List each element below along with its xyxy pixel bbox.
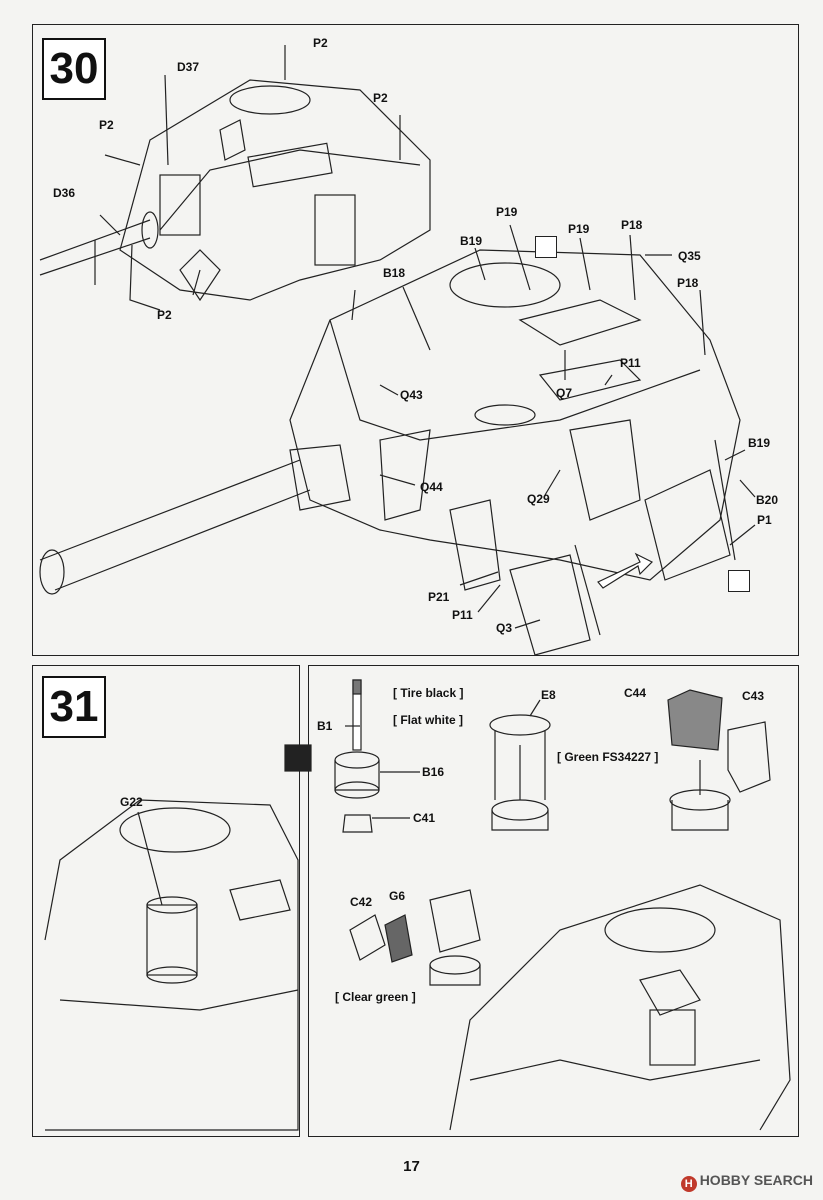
paint-note-flat-white: [ Flat white ] xyxy=(393,713,463,727)
step31-right-drawing xyxy=(284,679,791,1131)
label-b20: B20 xyxy=(756,493,779,507)
label-p11: P11 xyxy=(620,356,641,370)
label-d36: D36 xyxy=(53,186,76,200)
label-b19: B19 xyxy=(460,234,483,248)
label-p18: P18 xyxy=(677,276,699,290)
step-number-30: 30 xyxy=(42,38,106,100)
label-p11: P11 xyxy=(452,608,473,622)
label-q7: Q7 xyxy=(556,386,573,400)
label-g6: G6 xyxy=(389,889,406,903)
paint-note-green-fs34227: [ Green FS34227 ] xyxy=(557,750,659,764)
page-number: 17 xyxy=(403,1158,420,1175)
label-c42: C42 xyxy=(350,895,373,909)
label-p2: P2 xyxy=(373,91,388,105)
label-q44: Q44 xyxy=(420,480,443,494)
cut-mark-icon xyxy=(535,236,557,258)
step-number-31: 31 xyxy=(42,676,106,738)
label-c41: C41 xyxy=(413,811,436,825)
label-d37: D37 xyxy=(177,60,200,74)
label-p19: P19 xyxy=(568,222,590,236)
label-c43: C43 xyxy=(742,689,765,703)
label-q3: Q3 xyxy=(496,621,513,635)
label-q35: Q35 xyxy=(678,249,701,263)
step-31-left-panel xyxy=(32,665,300,1137)
label-b16: B16 xyxy=(422,765,445,779)
label-q29: Q29 xyxy=(527,492,550,506)
label-p19: P19 xyxy=(496,205,518,219)
label-p21: P21 xyxy=(428,590,450,604)
paint-note-tire-black: [ Tire black ] xyxy=(393,686,464,700)
step-30-panel xyxy=(32,24,799,656)
paint-note-clear-green: [ Clear green ] xyxy=(335,990,416,1004)
label-p18: P18 xyxy=(621,218,643,232)
label-q43: Q43 xyxy=(400,388,423,402)
label-p2: P2 xyxy=(157,308,172,322)
cut-mark-icon xyxy=(728,570,750,592)
watermark-text: HOBBY SEARCH xyxy=(699,1172,813,1188)
label-g22: G22 xyxy=(120,795,143,809)
label-c44: C44 xyxy=(624,686,647,700)
label-e8: E8 xyxy=(541,688,556,702)
step-31-right-panel xyxy=(308,665,799,1137)
label-p2: P2 xyxy=(313,36,328,50)
main-turret-drawing xyxy=(39,224,756,656)
upper-turret-drawing xyxy=(39,45,431,311)
label-b18: B18 xyxy=(383,266,406,280)
label-p1: P1 xyxy=(757,513,772,527)
label-b19: B19 xyxy=(748,436,771,450)
hobby-search-logo-icon: H xyxy=(680,1176,697,1192)
label-b1: B1 xyxy=(317,719,333,733)
label-p2: P2 xyxy=(99,118,114,132)
step31-left-drawing xyxy=(44,799,299,1131)
